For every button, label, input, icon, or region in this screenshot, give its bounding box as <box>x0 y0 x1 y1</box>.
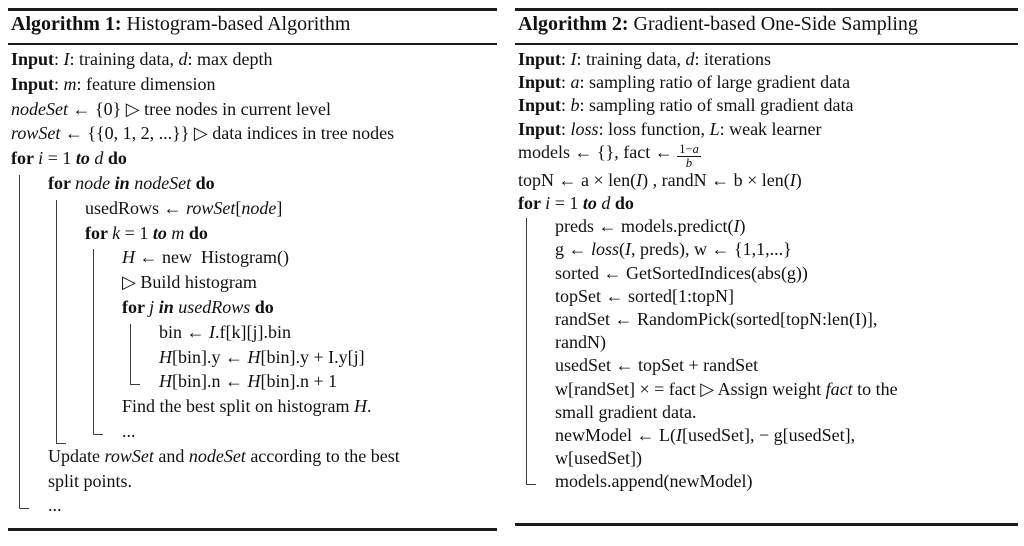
code-line: for k = 1 to m do <box>85 222 208 243</box>
code-line: H[bin].n ← H[bin].n + 1 <box>159 371 338 392</box>
code-line: preds ← models.predict(I) <box>555 216 746 237</box>
code-line: Input: a: sampling ratio of large gradie… <box>518 72 851 93</box>
code-line: Find the best split on histogram H. <box>122 396 372 417</box>
algorithm2-box: Algorithm 2: Gradient-based One-Side Sam… <box>515 0 1018 546</box>
code-line: topN ← a × len(I) , randN ← b × len(I) <box>518 169 802 190</box>
code-line: for i = 1 to d do <box>518 193 634 213</box>
code-line: small gradient data. <box>555 401 697 422</box>
top-rule <box>515 8 1018 11</box>
title-underline-rule <box>8 43 497 45</box>
code-line: w[randSet] × = fact ▷ Assign weight fact… <box>555 378 898 399</box>
algorithm2-title: Algorithm 2: Gradient-based One-Side Sam… <box>518 13 918 36</box>
code-line: ▷ Build histogram <box>122 272 257 293</box>
loop-scope-line <box>56 199 66 444</box>
algorithm1-title-label: Algorithm 1: <box>11 13 122 35</box>
top-rule <box>8 8 497 11</box>
algorithm2-title-label: Algorithm 2: <box>518 13 629 35</box>
code-line: Input: b: sampling ratio of small gradie… <box>518 95 854 116</box>
loop-scope-line <box>93 249 103 435</box>
code-line: models.append(newModel) <box>555 471 753 492</box>
algorithm1-title-text: Histogram-based Algorithm <box>121 13 351 35</box>
code-line: Input: loss: loss function, L: weak lear… <box>518 118 822 139</box>
bottom-rule <box>8 528 497 531</box>
code-line: for j in usedRows do <box>122 297 274 317</box>
code-line: nodeSet ← {0} ▷ tree nodes in current le… <box>11 98 332 119</box>
loop-scope-line <box>19 175 29 510</box>
loop-scope-line <box>130 323 140 386</box>
code-line: randSet ← RandomPick(sorted[topN:len(I)]… <box>555 309 878 329</box>
code-line: ... <box>48 495 62 516</box>
code-line: topSet ← sorted[1:topN] <box>555 285 734 306</box>
code-line: randN) <box>555 332 606 353</box>
code-line: for i = 1 to d do <box>11 148 127 169</box>
algorithm2-title-text: Gradient-based One-Side Sampling <box>628 13 918 35</box>
code-line: Input: I: training data, d: iterations <box>518 49 771 69</box>
code-line: w[usedSet]) <box>555 448 642 469</box>
code-line: split points. <box>48 470 133 491</box>
code-line: H ← new Histogram() <box>122 247 289 268</box>
code-line: Input: m: feature dimension <box>11 73 216 94</box>
code-line: usedRows ← rowSet[node] <box>85 197 283 218</box>
code-line: ... <box>122 421 136 441</box>
algorithm1-box: Algorithm 1: Histogram-based Algorithm I… <box>8 0 497 546</box>
code-line: for node in nodeSet do <box>48 173 215 193</box>
code-line: Input: I: training data, d: max depth <box>11 49 273 69</box>
code-line: sorted ← GetSortedIndices(abs(g)) <box>555 262 808 283</box>
code-line: newModel ← L(I[usedSet], − g[usedSet], <box>555 425 856 445</box>
code-line: Update rowSet and nodeSet according to t… <box>48 445 400 466</box>
title-underline-rule <box>515 43 1018 45</box>
algorithm1-title: Algorithm 1: Histogram-based Algorithm <box>11 13 350 36</box>
loop-scope-line <box>526 218 536 486</box>
code-line: g ← loss(I, preds), w ← {1,1,...} <box>555 239 792 260</box>
code-line: rowSet ← {{0, 1, 2, ...}} ▷ data indices… <box>11 123 395 144</box>
code-line: H[bin].y ← H[bin].y + I.y[j] <box>159 346 365 367</box>
code-line: bin ← I.f[k][j].bin <box>159 321 291 342</box>
bottom-rule <box>515 523 1018 526</box>
code-line: usedSet ← topSet + randSet <box>555 355 759 376</box>
